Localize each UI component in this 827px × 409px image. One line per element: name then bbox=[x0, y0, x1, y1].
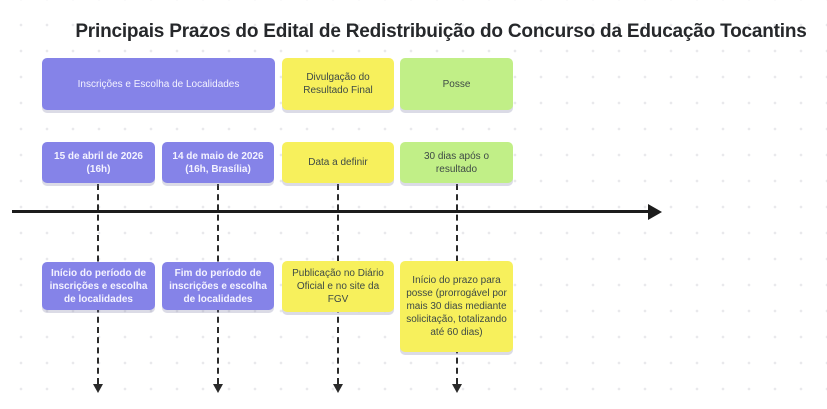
event-box-prazo-posse: Início do prazo para posse (prorrogável … bbox=[400, 261, 513, 352]
phase-box-posse: Posse bbox=[400, 58, 513, 110]
date-label: Data a definir bbox=[308, 157, 368, 168]
phase-box-inscricoes: Inscrições e Escolha de Localidades bbox=[42, 58, 275, 110]
phase-box-divulgacao-resultado: Divulgação do Resultado Final bbox=[282, 58, 394, 110]
event-box-inicio-inscricoes: Início do período de inscrições e escolh… bbox=[42, 262, 155, 310]
date-label: 30 dias após o resultado bbox=[423, 150, 490, 175]
page-title: Principais Prazos do Edital de Redistrib… bbox=[75, 21, 807, 42]
timeline-axis bbox=[12, 210, 650, 213]
date-label: 14 de maio de 2026 (16h, Brasília) bbox=[172, 150, 264, 175]
phase-label: Divulgação do Resultado Final bbox=[303, 72, 373, 96]
phase-label: Posse bbox=[442, 78, 471, 90]
event-label: Publicação no Diário Oficial e no site d… bbox=[292, 268, 384, 305]
timeline-arrowhead-icon bbox=[648, 204, 662, 220]
event-box-publicacao-resultado: Publicação no Diário Oficial e no site d… bbox=[282, 261, 394, 312]
event-label: Início do período de inscrições e escolh… bbox=[49, 267, 148, 305]
down-arrowhead-icon bbox=[333, 384, 343, 393]
date-label: 15 de abril de 2026 (16h) bbox=[54, 150, 143, 175]
event-box-fim-inscricoes: Fim do período de inscrições e escolha d… bbox=[162, 262, 274, 310]
event-label: Fim do período de inscrições e escolha d… bbox=[169, 267, 267, 305]
event-label: Início do prazo para posse (prorrogável … bbox=[406, 275, 507, 338]
date-box-posse: 30 dias após o resultado bbox=[400, 142, 513, 183]
down-arrowhead-icon bbox=[452, 384, 462, 393]
phase-label: Inscrições e Escolha de Localidades bbox=[77, 78, 240, 90]
down-arrowhead-icon bbox=[93, 384, 103, 393]
date-box-fim-inscricoes: 14 de maio de 2026 (16h, Brasília) bbox=[162, 142, 274, 183]
date-box-resultado: Data a definir bbox=[282, 142, 394, 183]
date-box-inicio-inscricoes: 15 de abril de 2026 (16h) bbox=[42, 142, 155, 183]
down-arrowhead-icon bbox=[213, 384, 223, 393]
